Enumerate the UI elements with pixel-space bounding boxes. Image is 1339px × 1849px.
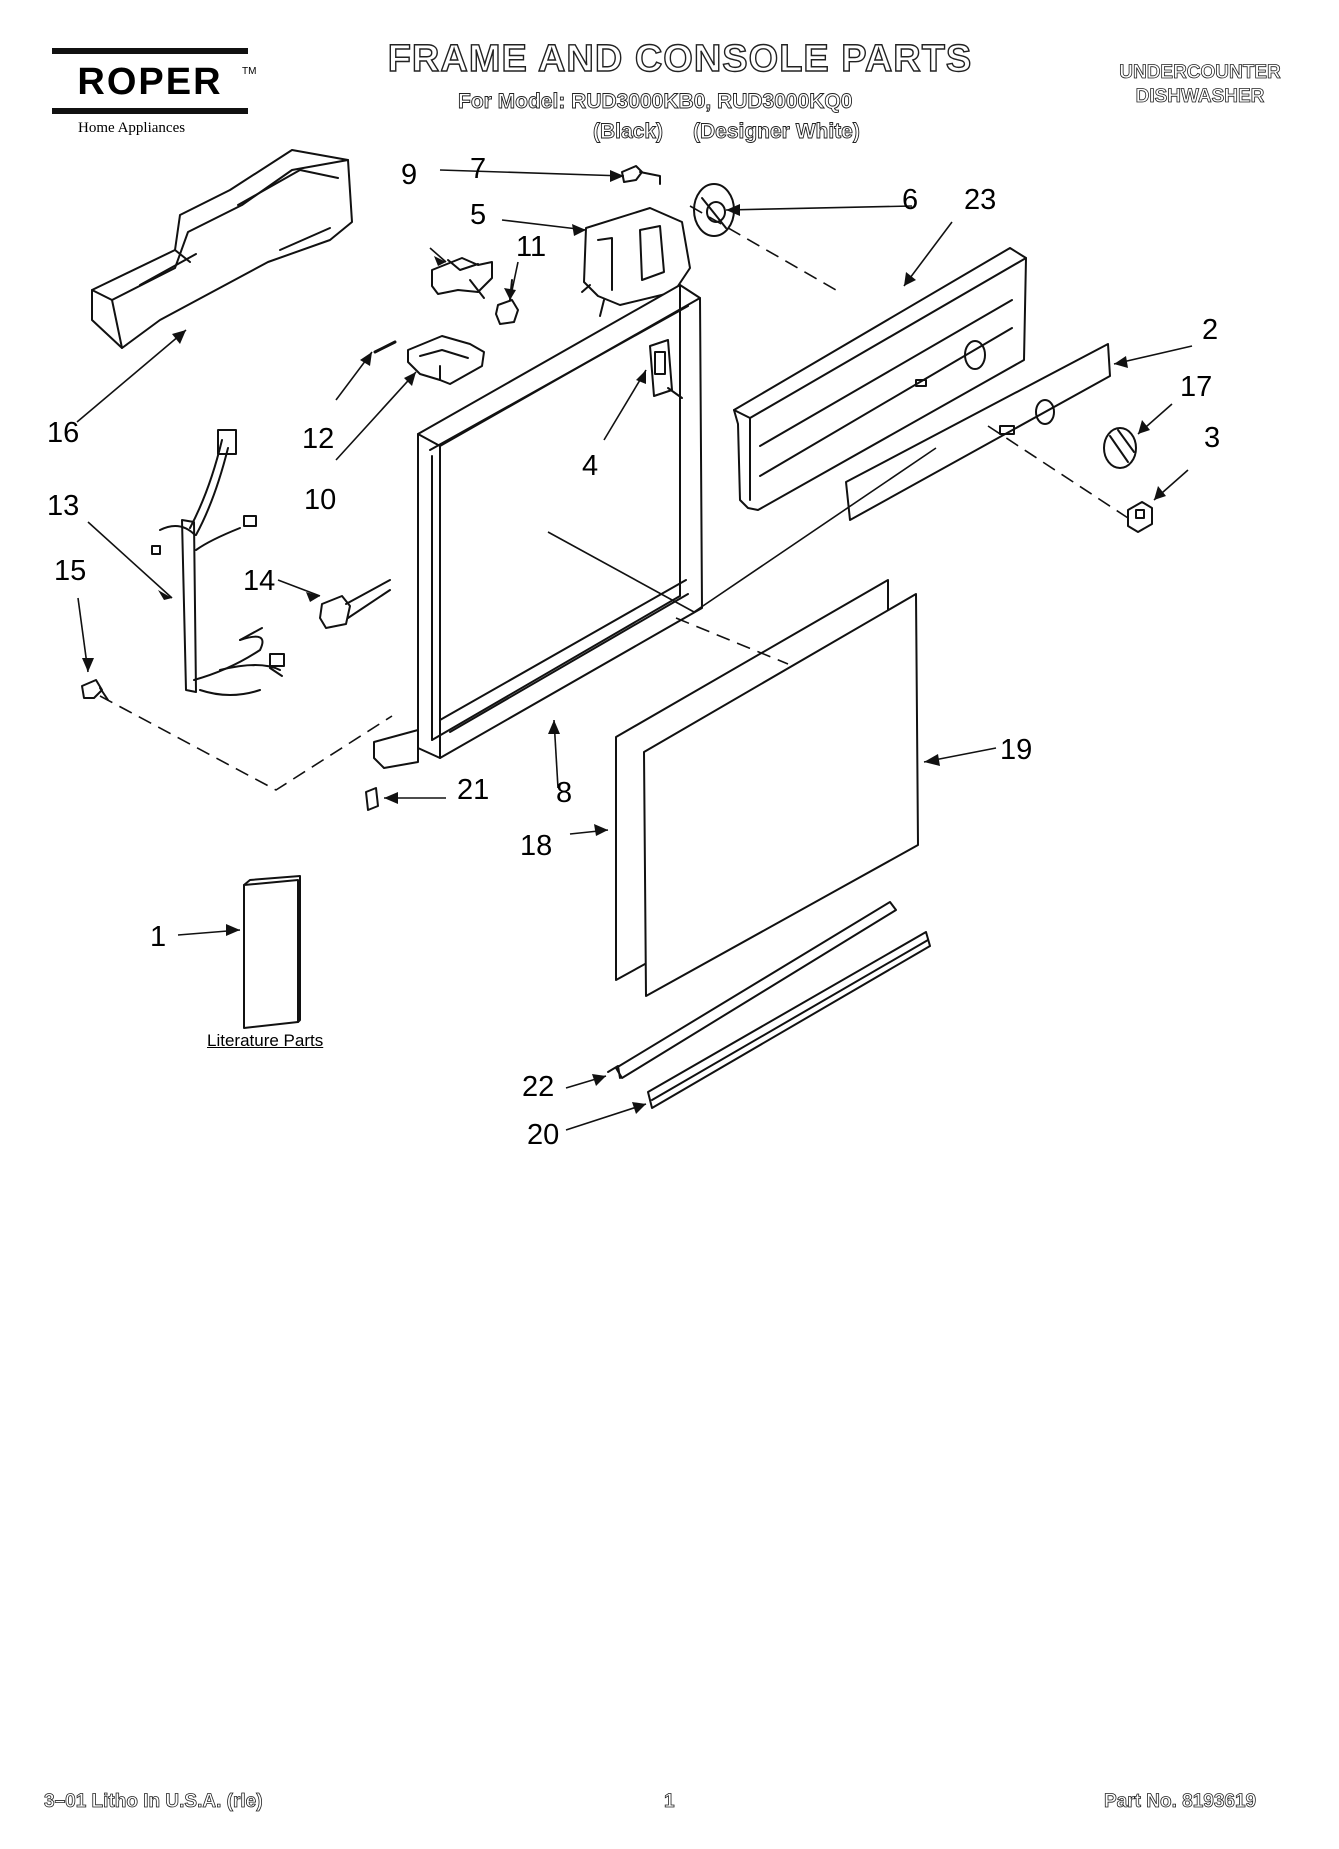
callout-21: 21 [457, 774, 490, 806]
part-13-harness-shape [151, 429, 285, 696]
part-22-trim-shape [607, 901, 897, 1079]
logo-subtitle: Home Appliances [78, 120, 186, 136]
category-line-2: DISHWASHER [1135, 86, 1265, 108]
footer-part-number: Part No. 8193619 [1104, 1791, 1257, 1813]
literature-parts-label: Literature Parts [207, 1031, 324, 1050]
assembly-line-panel [693, 447, 937, 613]
dash-line-door [675, 617, 789, 665]
callout-4: 4 [582, 450, 599, 482]
callout-8: 8 [556, 777, 573, 809]
callout-2: 2 [1202, 314, 1219, 346]
part-23-console-shape [733, 247, 1027, 511]
callout-3: 3 [1204, 422, 1221, 454]
part-11-connector-shape [495, 279, 519, 325]
callout-11: 11 [516, 231, 547, 263]
callout-20: 20 [527, 1119, 560, 1151]
callout-10: 10 [304, 484, 337, 516]
part-3-switch-shape [1127, 501, 1153, 533]
assembly-line-frame [547, 531, 695, 613]
model-line: For Model: RUD3000KB0, RUD3000KQ0 [458, 90, 853, 114]
part-9-bracket-shape [431, 257, 493, 299]
logo-top-bar [52, 48, 248, 54]
dash-line-switch [987, 425, 1129, 519]
variant-white: (Designer White) [693, 120, 861, 144]
callout-5: 5 [470, 199, 487, 231]
variant-black: (Black) [593, 120, 664, 144]
callout-1: 1 [150, 921, 167, 953]
callout-12: 12 [302, 423, 335, 455]
part-4-latch-shape [649, 339, 683, 399]
callout-7: 7 [470, 153, 487, 185]
part-14-thermostat-shape [319, 579, 391, 629]
callout-17: 17 [1180, 371, 1213, 403]
callout-9: 9 [401, 159, 418, 191]
part-10-bracket-shape [407, 335, 485, 385]
part-15-screw-shape [81, 679, 109, 701]
part-12-strip-shape [373, 340, 397, 354]
dash-line-dial [689, 205, 837, 291]
logo-wordmark: ROPER [77, 61, 223, 103]
logo-bottom-bar [52, 108, 248, 114]
callout-6: 6 [902, 184, 919, 216]
callout-15: 15 [54, 555, 87, 587]
dash-line-screw [99, 695, 393, 791]
callout-16: 16 [47, 417, 80, 449]
part-1-literature-shape [243, 875, 301, 1029]
part-5-timer-shape [581, 207, 691, 317]
part-8-door-frame-shape [373, 284, 703, 769]
trademark-mark: TM [242, 66, 257, 77]
part-16-duct-shape [91, 149, 353, 349]
part-20-strip-shape [647, 931, 931, 1109]
callout-14: 14 [243, 565, 276, 597]
part-17-knob-shape [1103, 427, 1137, 469]
callout-23: 23 [964, 184, 997, 216]
part-7-screw-shape [621, 165, 661, 185]
callout-22: 22 [522, 1071, 555, 1103]
footer-print-info: 3–01 Litho In U.S.A. (rle) [44, 1791, 263, 1813]
category-line-1: UNDERCOUNTER [1119, 62, 1281, 84]
callout-13: 13 [47, 490, 80, 522]
footer-page-number: 1 [664, 1791, 675, 1813]
part-18-door-panel-shape [643, 593, 919, 997]
page-title: FRAME AND CONSOLE PARTS [387, 37, 973, 80]
part-21-clip-shape [365, 787, 379, 811]
callout-19: 19 [1000, 734, 1033, 766]
callout-18: 18 [520, 830, 553, 862]
